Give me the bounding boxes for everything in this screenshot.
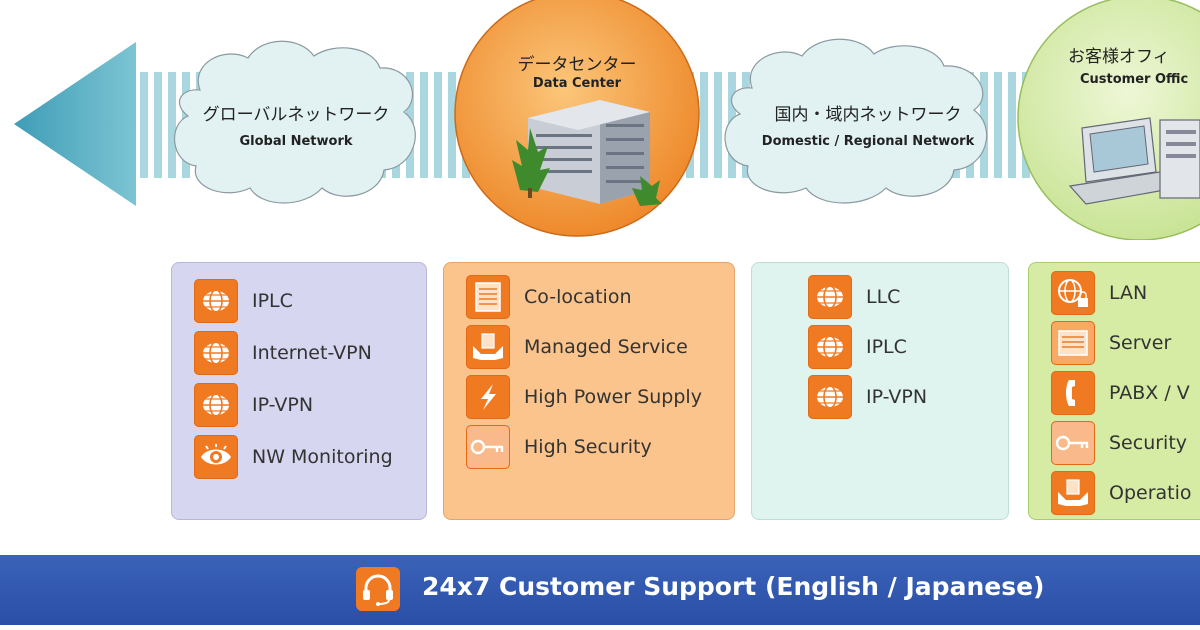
service-item: IPLC [808, 325, 907, 369]
global-network-label-jp: グローバルネットワーク [202, 105, 390, 125]
eye-icon [194, 435, 238, 479]
key-icon [466, 425, 510, 469]
domestic-services-box: LLC IPLC IP-VPN [751, 262, 1009, 520]
customer-office-label-jp: お客様オフィ [1068, 47, 1170, 67]
data-center-building-icon [512, 100, 662, 206]
service-item: IP-VPN [808, 375, 928, 419]
headset-icon [356, 567, 400, 611]
globe-icon [194, 383, 238, 427]
globe-icon [194, 331, 238, 375]
customer-support-bar: 24x7 Customer Support (English / Japanes… [0, 555, 1200, 625]
cloud-global-network [174, 40, 416, 204]
globe-lock-icon [1051, 271, 1095, 315]
service-item: NW Monitoring [194, 435, 393, 479]
data-center-services-box: Co-location Managed Service High Power S… [443, 262, 735, 520]
service-label: Co-location [524, 286, 632, 308]
domestic-network-label-en: Domestic / Regional Network [761, 134, 975, 149]
service-item: PABX / V [1051, 371, 1190, 415]
service-label: Server [1109, 332, 1172, 354]
service-item: Internet-VPN [194, 331, 372, 375]
server-rack-icon [1051, 321, 1095, 365]
service-label: High Power Supply [524, 386, 702, 408]
customer-office-services-box: LAN Server PABX / V Security Operatio [1028, 262, 1200, 520]
lightning-icon [466, 375, 510, 419]
service-item: High Security [466, 425, 652, 469]
phone-icon [1051, 371, 1095, 415]
service-label: IP-VPN [866, 386, 928, 408]
network-band [14, 0, 1200, 240]
service-item: Security [1051, 421, 1188, 465]
service-item: Operatio [1051, 471, 1192, 515]
service-item: LAN [1051, 271, 1148, 315]
service-label: Managed Service [524, 336, 688, 358]
globe-icon [808, 325, 852, 369]
service-item: High Power Supply [466, 375, 702, 419]
data-center-label-en: Data Center [532, 76, 622, 91]
service-item: Managed Service [466, 325, 688, 369]
globe-icon [808, 375, 852, 419]
domestic-network-label-jp: 国内・域内ネットワーク [774, 105, 962, 125]
hands-server-icon [1051, 471, 1095, 515]
hands-server-icon [466, 325, 510, 369]
office-computer-icon [1068, 117, 1200, 205]
customer-office-label-en: Customer Offic [1080, 72, 1189, 87]
service-label: LAN [1109, 282, 1148, 304]
service-label: LLC [866, 286, 901, 308]
customer-support-label: 24x7 Customer Support (English / Japanes… [422, 572, 1045, 601]
service-item: LLC [808, 275, 901, 319]
service-label: IP-VPN [252, 394, 314, 416]
service-label: PABX / V [1109, 382, 1190, 404]
service-item: Co-location [466, 275, 632, 319]
service-label: Security [1109, 432, 1188, 454]
service-label: Internet-VPN [252, 342, 372, 364]
cloud-domestic-network [724, 38, 988, 204]
service-label: IPLC [252, 290, 293, 312]
left-arrow-head [14, 42, 136, 206]
key-icon [1051, 421, 1095, 465]
globe-icon [194, 279, 238, 323]
service-label: Operatio [1109, 482, 1192, 504]
server-rack-icon [466, 275, 510, 319]
service-item: Server [1051, 321, 1172, 365]
service-label: NW Monitoring [252, 446, 393, 468]
service-label: IPLC [866, 336, 907, 358]
data-center-label-jp: データセンター [517, 55, 637, 75]
globe-icon [808, 275, 852, 319]
service-item: IP-VPN [194, 383, 314, 427]
global-network-label-en: Global Network [239, 134, 353, 149]
global-services-box: IPLC Internet-VPN IP-VPN NW Monitoring [171, 262, 427, 520]
service-label: High Security [524, 436, 652, 458]
service-item: IPLC [194, 279, 293, 323]
